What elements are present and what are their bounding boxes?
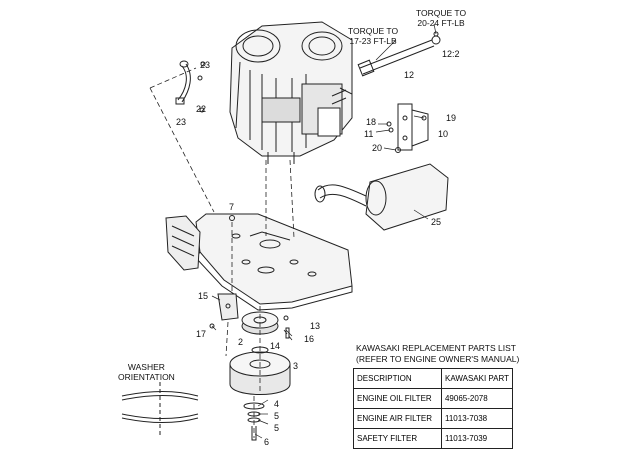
torque-rod-drawing: [357, 35, 441, 77]
row-description: SAFETY FILTER: [353, 428, 442, 449]
header-part-number: KAWASAKI PART: [440, 368, 514, 389]
callout-13: 13: [310, 321, 321, 331]
table-row: SAFETY FILTER 11013-7039: [353, 428, 514, 449]
callout-12: 12: [404, 70, 415, 80]
callout-17: 17: [196, 329, 207, 339]
engine-drawing: [229, 21, 353, 164]
deck-plate-drawing: [195, 213, 353, 311]
torque-note-rod: TORQUE TO 17-23 FT-LB: [348, 26, 399, 46]
callout-23-upper: 23: [200, 60, 211, 70]
parts-list-title: KAWASAKI REPLACEMENT PARTS LIST: [356, 343, 516, 353]
row-part-number: 11013-7039: [440, 428, 514, 449]
muffler-bracket-drawing: [397, 103, 429, 151]
row-description: ENGINE OIL FILTER: [353, 388, 442, 409]
callout-3: 3: [293, 361, 299, 371]
table-row: ENGINE AIR FILTER 11013-7038: [353, 408, 514, 429]
washer-orientation-drawing: [121, 382, 199, 436]
parts-list-subtitle: (REFER TO ENGINE OWNER'S MANUAL): [356, 354, 520, 364]
callout-14: 14: [270, 341, 281, 351]
row-part-number: 11013-7038: [440, 408, 514, 429]
table-header-row: DESCRIPTION KAWASAKI PART: [353, 368, 514, 389]
callout-18: 18: [366, 117, 377, 127]
callout-23-lower: 23: [176, 117, 187, 127]
callout-6: 6: [264, 437, 270, 447]
callout-20: 20: [372, 143, 383, 153]
row-description: ENGINE AIR FILTER: [353, 408, 442, 429]
callout-25: 25: [431, 217, 442, 227]
callout-12-2: 12:2: [442, 49, 460, 59]
callout-7: 7: [229, 202, 235, 212]
leader-lines: [211, 23, 437, 439]
callout-19: 19: [446, 113, 457, 123]
table-row: ENGINE OIL FILTER 49065-2078: [353, 388, 514, 409]
callout-10: 10: [438, 129, 449, 139]
dipstick-tube-drawing: [175, 60, 191, 105]
callout-4: 4: [274, 399, 280, 409]
muffler-drawing: [314, 163, 449, 231]
callout-22: 22: [196, 104, 207, 114]
callout-2: 2: [238, 337, 244, 347]
callout-5-lower: 5: [274, 423, 280, 433]
parts-list-table: DESCRIPTION KAWASAKI PART ENGINE OIL FIL…: [353, 368, 514, 449]
callout-5-upper: 5: [274, 411, 280, 421]
callout-11: 11: [364, 129, 374, 139]
clutch-bracket-drawing: [217, 293, 239, 321]
left-bracket-drawing: [165, 215, 201, 271]
header-description: DESCRIPTION: [353, 368, 442, 389]
washer-orientation-label: WASHER ORIENTATION: [118, 362, 175, 382]
callout-15: 15: [198, 291, 209, 301]
alignment-lines: [149, 67, 295, 438]
callout-16: 16: [304, 334, 315, 344]
row-part-number: 49065-2078: [440, 388, 514, 409]
torque-note-stud: TORQUE TO 20-24 FT-LB: [416, 8, 467, 28]
